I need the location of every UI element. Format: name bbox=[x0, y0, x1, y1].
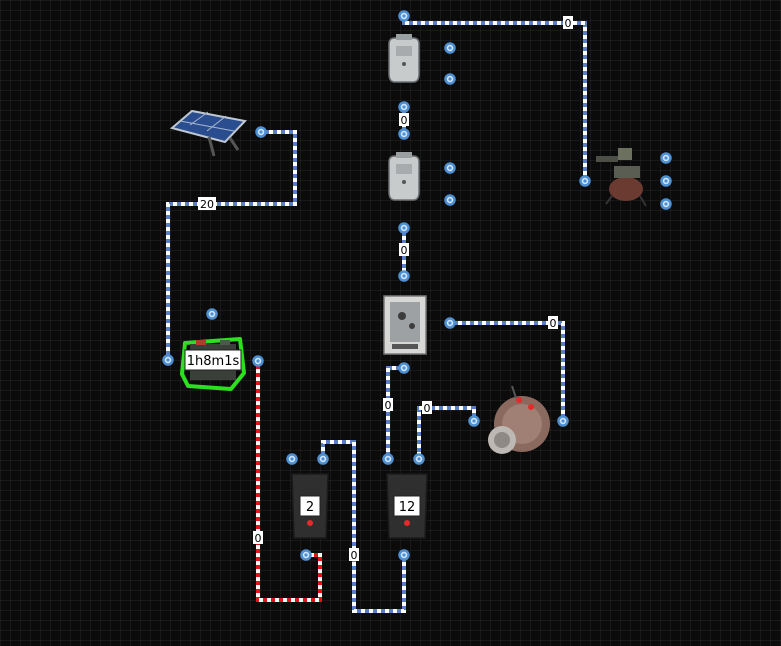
wire-switch-to-tesla[interactable] bbox=[450, 321, 565, 421]
counter-icon[interactable]: 12 bbox=[386, 473, 428, 539]
port-icon[interactable] bbox=[444, 317, 456, 329]
port-icon[interactable] bbox=[557, 415, 569, 427]
timer-icon[interactable]: 2 bbox=[291, 473, 329, 539]
timer-label: 2 bbox=[306, 500, 314, 515]
electrical-box-icon[interactable] bbox=[388, 152, 420, 201]
port-icon[interactable] bbox=[413, 453, 425, 465]
wire-label-box1-box2: 0 bbox=[399, 113, 409, 127]
wire-switch-to-branch-left[interactable] bbox=[386, 366, 404, 459]
svg-text:0: 0 bbox=[550, 317, 557, 330]
wire-timer-to-counter[interactable] bbox=[321, 440, 406, 613]
port-icon[interactable] bbox=[398, 101, 410, 113]
wire-label-branch-right: 0 bbox=[422, 401, 432, 415]
port-icon[interactable] bbox=[398, 222, 410, 234]
port-icon[interactable] bbox=[444, 194, 456, 206]
port-icon[interactable] bbox=[398, 549, 410, 561]
wire-solar-to-battery[interactable] bbox=[166, 130, 297, 360]
port-icon[interactable] bbox=[300, 549, 312, 561]
port-icon[interactable] bbox=[444, 42, 456, 54]
svg-text:0: 0 bbox=[255, 532, 262, 545]
svg-text:0: 0 bbox=[385, 399, 392, 412]
port-icon[interactable] bbox=[579, 175, 591, 187]
port-icon[interactable] bbox=[286, 453, 298, 465]
wire-label-timer-counter: 0 bbox=[349, 548, 359, 562]
electrical-box-icon[interactable] bbox=[388, 34, 420, 83]
svg-text:0: 0 bbox=[424, 402, 431, 415]
svg-text:0: 0 bbox=[565, 17, 572, 30]
svg-text:0: 0 bbox=[401, 114, 408, 127]
solar-panel-icon[interactable] bbox=[169, 109, 247, 157]
port-icon[interactable] bbox=[398, 10, 410, 22]
svg-text:20: 20 bbox=[200, 198, 214, 211]
wire-switch-to-branch-right[interactable] bbox=[417, 406, 476, 459]
port-icon[interactable] bbox=[252, 355, 264, 367]
port-icon[interactable] bbox=[468, 415, 480, 427]
wire-label-switch-tesla: 0 bbox=[548, 316, 558, 330]
svg-text:0: 0 bbox=[401, 244, 408, 257]
port-icon[interactable] bbox=[255, 126, 267, 138]
wire-label-branch-left: 0 bbox=[383, 398, 393, 412]
port-icon[interactable] bbox=[398, 128, 410, 140]
switch-box-icon[interactable] bbox=[383, 295, 427, 355]
port-icon[interactable] bbox=[206, 308, 218, 320]
port-icon[interactable] bbox=[398, 362, 410, 374]
port-icon[interactable] bbox=[444, 73, 456, 85]
wire-label-top: 0 bbox=[563, 16, 573, 30]
battery-icon[interactable]: 1h8m1s bbox=[180, 337, 246, 391]
wire-label-solar: 20 bbox=[198, 197, 216, 211]
port-icon[interactable] bbox=[660, 175, 672, 187]
port-icon[interactable] bbox=[660, 152, 672, 164]
port-icon[interactable] bbox=[382, 453, 394, 465]
ports bbox=[162, 10, 672, 561]
wire-label-box2-switch: 0 bbox=[399, 243, 409, 257]
port-icon[interactable] bbox=[162, 354, 174, 366]
port-icon[interactable] bbox=[398, 270, 410, 282]
port-icon[interactable] bbox=[660, 198, 672, 210]
wire-label-battery-timer: 0 bbox=[253, 531, 263, 545]
port-icon[interactable] bbox=[317, 453, 329, 465]
wire-battery-to-timer[interactable] bbox=[256, 361, 322, 602]
svg-text:0: 0 bbox=[351, 549, 358, 562]
port-icon[interactable] bbox=[444, 162, 456, 174]
counter-label: 12 bbox=[399, 500, 416, 515]
tesla-coil-icon[interactable] bbox=[488, 385, 550, 454]
battery-label: 1h8m1s bbox=[187, 354, 240, 369]
turret-icon[interactable] bbox=[596, 148, 647, 207]
wire-top-to-turret[interactable] bbox=[402, 16, 587, 181]
